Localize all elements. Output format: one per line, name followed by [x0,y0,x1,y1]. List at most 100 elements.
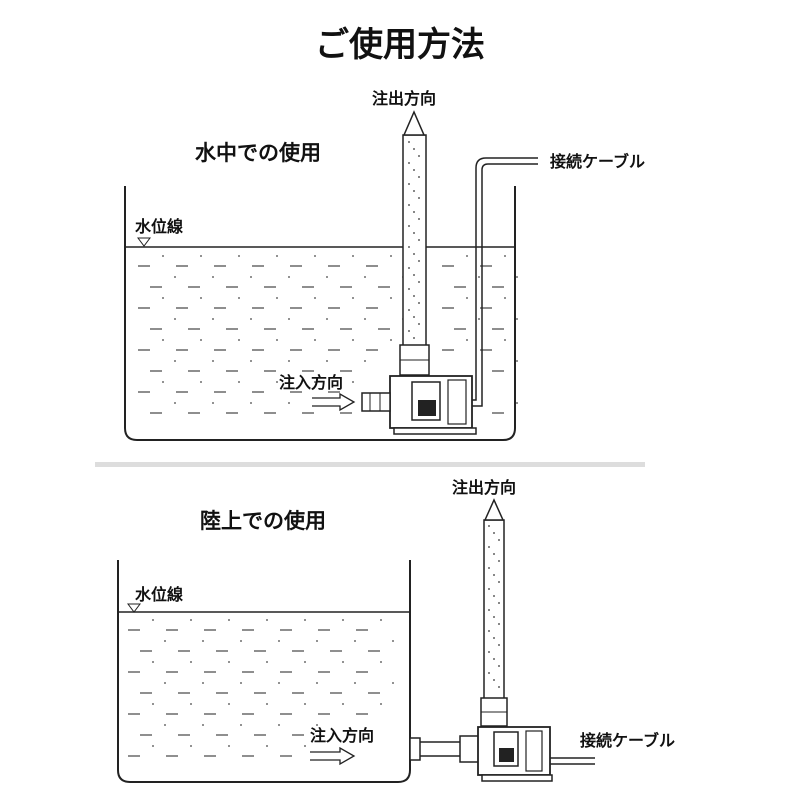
water-dot [288,402,290,404]
water-dot [380,661,382,663]
water-dot [314,297,316,299]
water-dot [152,619,154,621]
water-dot [202,682,204,684]
submerged-cable [471,157,538,401]
water-dot [466,255,468,257]
submerged-inlet-label: 注入方向 [279,373,343,392]
water-dot [278,640,280,642]
water-dot [478,276,480,278]
water-dot [392,640,394,642]
water-dot [266,619,268,621]
water-dot [352,297,354,299]
bubble [418,281,420,283]
external-water-pattern [128,619,394,757]
bubble [493,658,495,660]
bubble [413,253,415,255]
bubble [413,295,415,297]
submerged-inlet-arrow-icon [312,392,356,412]
water-dot [190,703,192,705]
water-dot [162,255,164,257]
bubble [408,246,410,248]
submerged-outlet-bubbles [408,141,420,339]
submerged-waterline-label: 水位線 [135,217,183,236]
bubble [418,260,420,262]
water-dot [288,318,290,320]
water-dot [326,360,328,362]
water-dot [190,619,192,621]
water-dot [352,381,354,383]
bubble [498,665,500,667]
bubble [408,204,410,206]
bubble [498,602,500,604]
water-dot [354,682,356,684]
water-dot [390,255,392,257]
water-dot [352,255,354,257]
water-dot [240,640,242,642]
water-dot [228,703,230,705]
external-waterline-label: 水位線 [135,585,183,604]
water-dot [250,318,252,320]
external-outlet-label: 注出方向 [452,478,516,497]
water-dot [478,318,480,320]
bubble [408,141,410,143]
water-dot [466,339,468,341]
bubble [413,148,415,150]
external-outlet-arrow-icon [483,498,505,521]
bubble [413,211,415,213]
bubble [488,525,490,527]
water-dot [278,682,280,684]
bubble [418,155,420,157]
water-dot [200,297,202,299]
bubble [413,274,415,276]
water-dot [314,339,316,341]
external-pump [477,726,553,782]
bubble [493,616,495,618]
submerged-pump [361,375,477,435]
bubble [488,546,490,548]
water-dot [162,297,164,299]
water-dot [516,276,518,278]
water-dot [278,724,280,726]
bubble [488,609,490,611]
water-dot [304,619,306,621]
water-dot [380,703,382,705]
submerged-cable-inner [471,163,538,407]
bubble [498,539,500,541]
bubble [408,267,410,269]
water-dot [354,640,356,642]
water-dot [250,402,252,404]
water-dot [266,661,268,663]
water-dot [304,745,306,747]
water-dot [212,360,214,362]
water-dot [162,381,164,383]
water-dot [164,640,166,642]
external-tank [117,560,411,783]
bubble [413,316,415,318]
external-cable-label: 接続ケーブル [580,731,675,750]
water-dot [288,276,290,278]
water-dot [164,724,166,726]
submerged-tank [124,186,516,441]
water-dot [240,724,242,726]
bubble [408,225,410,227]
bubble [493,679,495,681]
water-dot [212,402,214,404]
bubble [408,183,410,185]
water-dot [238,255,240,257]
external-inlet-arrow-icon [310,746,356,766]
water-dot [202,640,204,642]
water-dot [238,381,240,383]
water-dot [266,703,268,705]
water-dot [228,661,230,663]
water-dot [152,661,154,663]
water-dot [228,745,230,747]
external-section: 陸上での使用 水位線 注出方向 接続ケーブル 注入方向 [117,478,675,783]
bubble [418,302,420,304]
water-dot [304,661,306,663]
water-dot [316,724,318,726]
bubble [488,567,490,569]
bubble [408,309,410,311]
bubble [418,176,420,178]
submerged-waterline-marker-icon [137,237,151,247]
